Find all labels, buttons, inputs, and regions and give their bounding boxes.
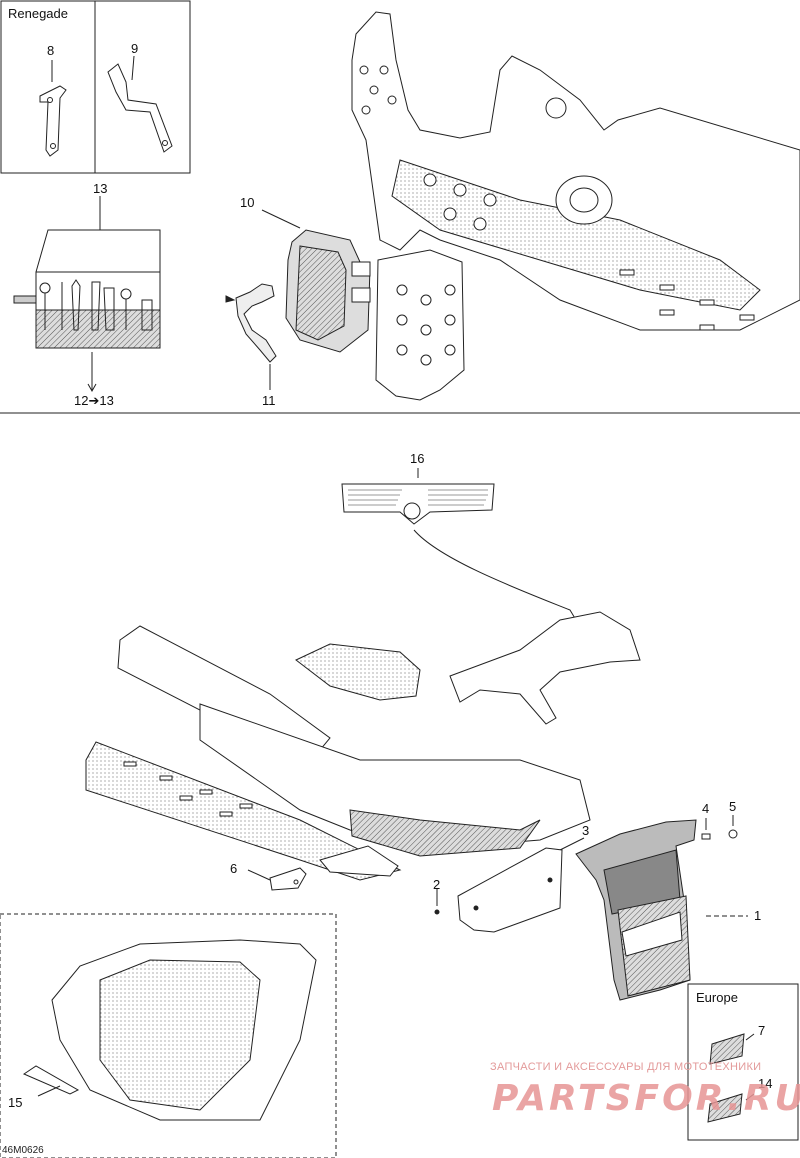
callout-4: 4 <box>702 801 710 816</box>
callout-3: 3 <box>582 823 590 838</box>
callout-5: 5 <box>729 799 737 814</box>
callout-11: 11 <box>262 393 276 408</box>
callout-14: 14 <box>758 1076 773 1091</box>
part-10-cover <box>261 209 371 353</box>
part-6-bracket <box>247 867 307 891</box>
europe-box <box>687 983 799 1141</box>
callout-12-13: 12➔13 <box>74 393 114 408</box>
part-15-box <box>0 913 337 1158</box>
part-3-plate <box>457 837 585 933</box>
figure-code: 46M0626 <box>2 1145 44 1156</box>
europe-box-title: Europe <box>696 990 738 1005</box>
part-2-screw <box>434 888 440 915</box>
callout-10: 10 <box>240 195 255 210</box>
part-16-decal <box>341 468 583 631</box>
callout-16: 16 <box>410 451 425 466</box>
part-9-bracket <box>107 55 173 153</box>
rear-tunnel-assembly <box>85 611 641 881</box>
watermark-tagline: ЗАПЧАСТИ И АКСЕССУАРЫ ДЛЯ МОТОТЕХНИКИ <box>490 1061 762 1073</box>
callout-8: 8 <box>47 43 55 58</box>
renegade-box <box>0 0 191 174</box>
chassis-frame-top <box>351 11 800 401</box>
part-8-bracket <box>39 60 67 157</box>
callout-1: 1 <box>754 908 762 923</box>
watermark-logo: PARTSFOR.RU <box>492 1078 800 1119</box>
part-13-tool-kit <box>13 196 161 393</box>
callout-15: 15 <box>8 1095 23 1110</box>
renegade-box-title: Renegade <box>8 6 68 21</box>
callout-7: 7 <box>758 1023 766 1038</box>
callout-6: 6 <box>230 861 238 876</box>
part-11-strap <box>225 283 277 390</box>
parts-4-5-fasteners <box>701 815 738 840</box>
callout-9: 9 <box>131 41 139 56</box>
part-1-snow-flap <box>575 819 748 1001</box>
callout-2: 2 <box>433 877 441 892</box>
callout-13: 13 <box>93 181 108 196</box>
